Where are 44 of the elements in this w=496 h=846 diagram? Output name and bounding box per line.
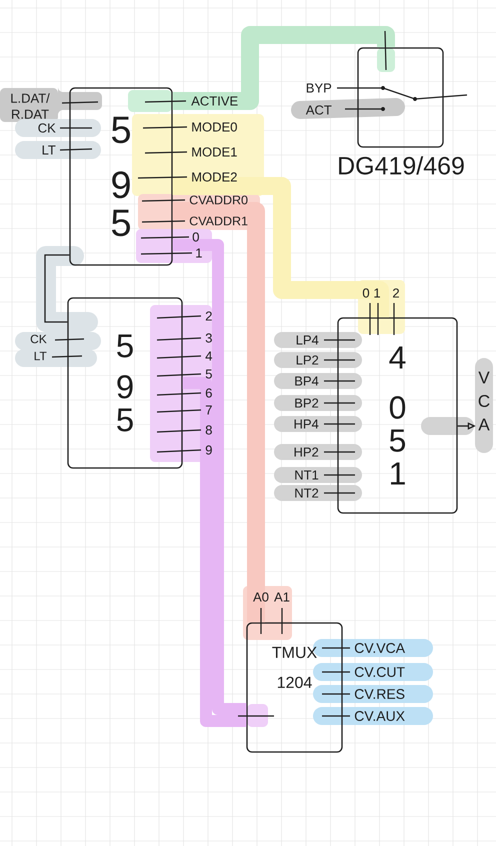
pin-label: L.DAT/ R.DAT — [11, 93, 50, 119]
pin-label: 1 — [196, 248, 202, 258]
pin-label: MODE0 — [192, 122, 237, 132]
wire — [44, 254, 70, 323]
pin-label: LP2 — [296, 355, 318, 365]
pin-label: 4 — [206, 352, 212, 360]
pin-label: A0 — [253, 592, 268, 602]
pin-label: A1 — [274, 592, 290, 602]
highlight-band — [172, 202, 265, 622]
pin-label: LP4 — [296, 336, 318, 344]
pin-label: 8 — [206, 425, 212, 435]
pin-label: CVADDR0 — [190, 196, 248, 204]
highlight-band — [172, 26, 395, 110]
pin-label: MODE2 — [192, 172, 237, 182]
chip-box: TMUX 1204 — [246, 622, 343, 753]
highlight-band — [182, 377, 246, 727]
pin-label: 2 — [206, 311, 212, 321]
pin-label: 9 — [206, 445, 212, 455]
pin-label: BP4 — [295, 376, 318, 386]
pin-label: HP2 — [294, 447, 318, 457]
pin-label: 2 — [393, 288, 399, 298]
chip-box: 5 9 5 — [69, 87, 173, 266]
part-number: DG419/469 — [339, 156, 464, 175]
signal-label: V C A — [478, 372, 490, 430]
pin-label: 7 — [206, 406, 212, 414]
pin-label: ACTIVE — [191, 96, 238, 106]
chip-box: 4 0 5 1 — [337, 317, 458, 514]
pin-label: 6 — [206, 388, 212, 398]
pin-label: CK — [38, 123, 56, 133]
pin-label: ACT — [306, 105, 332, 115]
chip-box: 5 9 5 — [67, 297, 183, 469]
pin-label: HP4 — [294, 420, 318, 428]
pin-label: LT — [42, 146, 56, 154]
pin-label: CVADDR1 — [190, 216, 248, 226]
pin-label: BP2 — [295, 398, 318, 408]
pin-label: BYP — [306, 84, 332, 92]
pin-label: 3 — [206, 333, 212, 343]
pin-label: 1 — [374, 288, 380, 298]
pin-label: 5 — [206, 369, 212, 379]
pin-label: 0 — [192, 232, 199, 242]
pin-label: MODE1 — [192, 147, 237, 157]
pin-label: 0 — [362, 288, 370, 298]
highlight-band — [172, 177, 389, 318]
highlight-band — [172, 239, 246, 715]
